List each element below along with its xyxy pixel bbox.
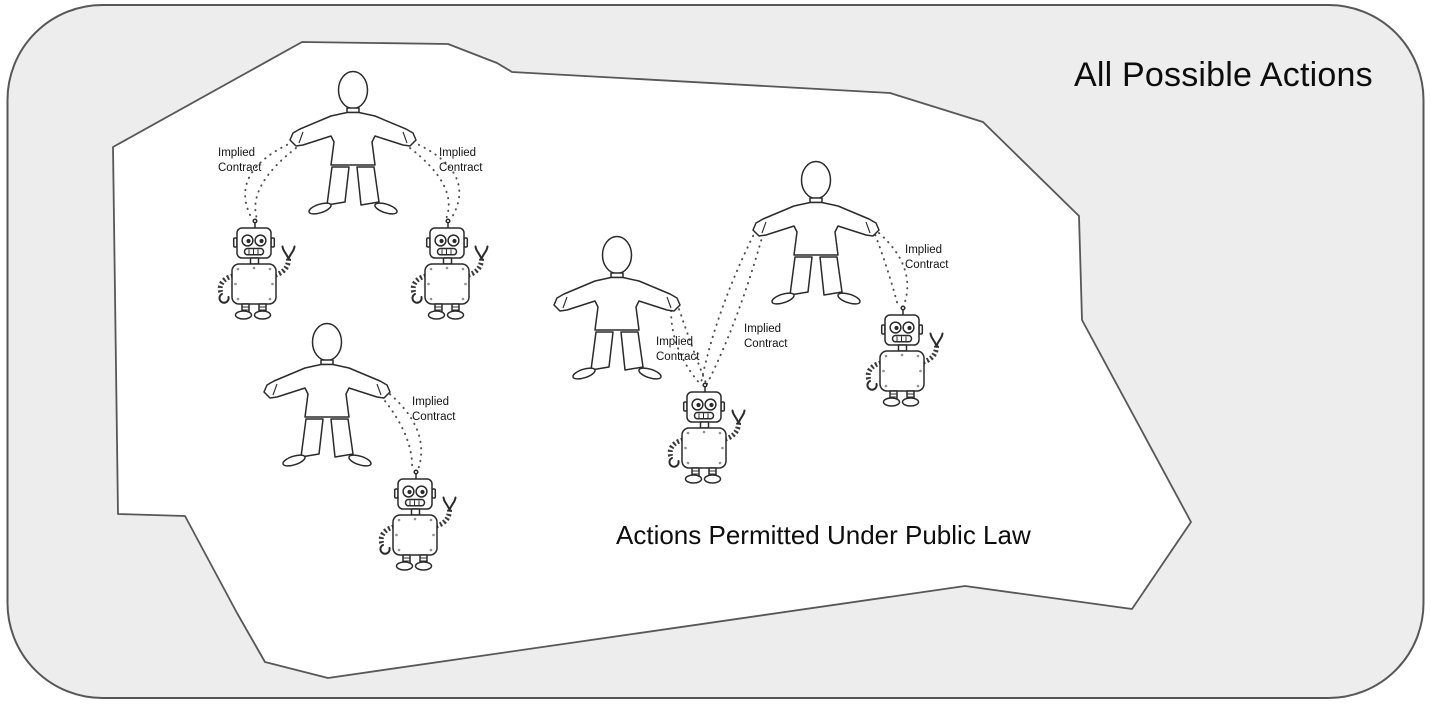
- implied-contract-label-4: Implied Contract: [656, 336, 700, 363]
- outer-region-title: All Possible Actions: [1074, 56, 1373, 94]
- implied-contract-label-1: Implied Contract: [218, 147, 262, 174]
- implied-contract-label-5: Implied Contract: [744, 323, 788, 350]
- connection-human2-robot3: [380, 389, 423, 471]
- connection-human3-robot4: [670, 297, 707, 386]
- inner-region-title: Actions Permitted Under Public Law: [616, 520, 1031, 550]
- connection-human4-robot4: [700, 229, 764, 385]
- implied-contract-label-2: Implied Contract: [439, 147, 483, 174]
- connection-human1-robot1: [244, 141, 297, 220]
- implied-contract-label-6: Implied Contract: [905, 244, 949, 271]
- public-law-region: [112, 41, 1192, 679]
- connection-human1-robot2: [409, 141, 461, 220]
- implied-contract-label-3: Implied Contract: [412, 396, 456, 423]
